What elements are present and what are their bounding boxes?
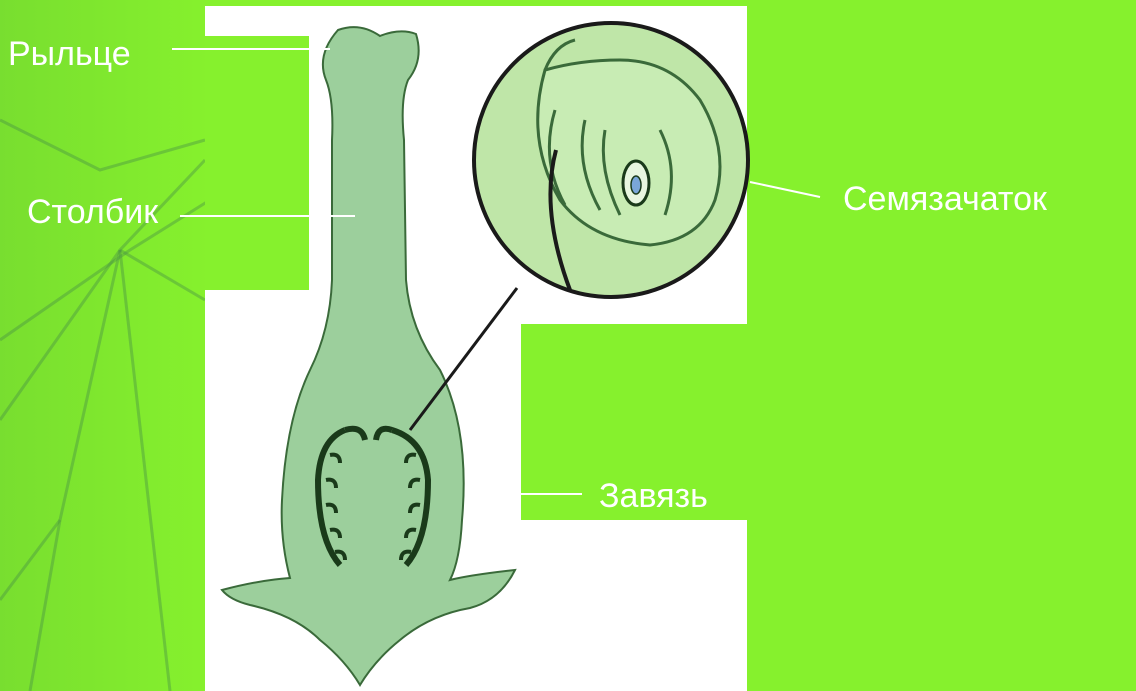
magnified-ovule (474, 23, 748, 297)
label-stigma: Рыльце (8, 28, 168, 80)
label-ovary: Завязь (599, 474, 708, 518)
label-ovule: Семязачаток (843, 177, 1047, 221)
leader-ovule (750, 182, 820, 197)
label-style: Столбик (27, 190, 158, 234)
overlay-left (205, 36, 309, 290)
